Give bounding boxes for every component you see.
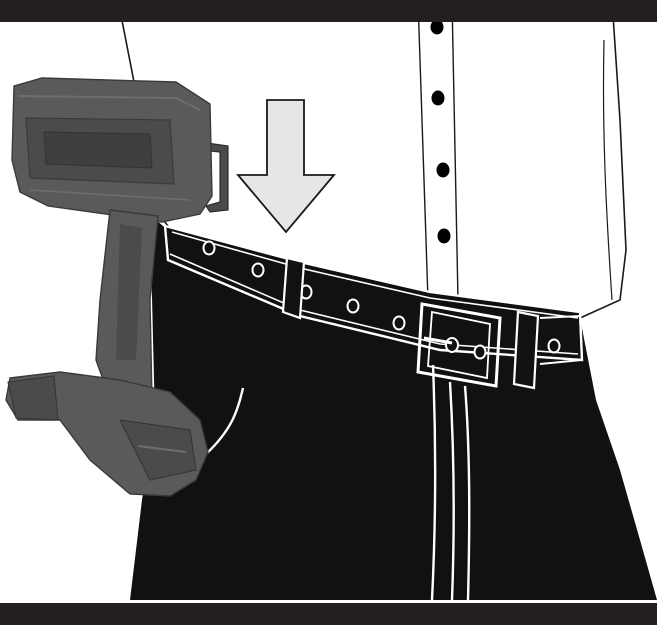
belt-hole [253, 264, 264, 277]
belt-loop [283, 258, 304, 318]
belt-hole [549, 340, 560, 353]
belt-loop [514, 312, 538, 388]
shirt-button [437, 163, 450, 178]
belt-hole [475, 346, 486, 359]
belt-hole [446, 338, 458, 352]
shirt-button [432, 91, 445, 106]
belt-hole [394, 317, 405, 330]
belt-hole [348, 300, 359, 313]
belt-hole [204, 242, 215, 255]
bottom-bar [0, 603, 657, 625]
shirt-button [438, 229, 451, 244]
top-bar [0, 0, 657, 22]
